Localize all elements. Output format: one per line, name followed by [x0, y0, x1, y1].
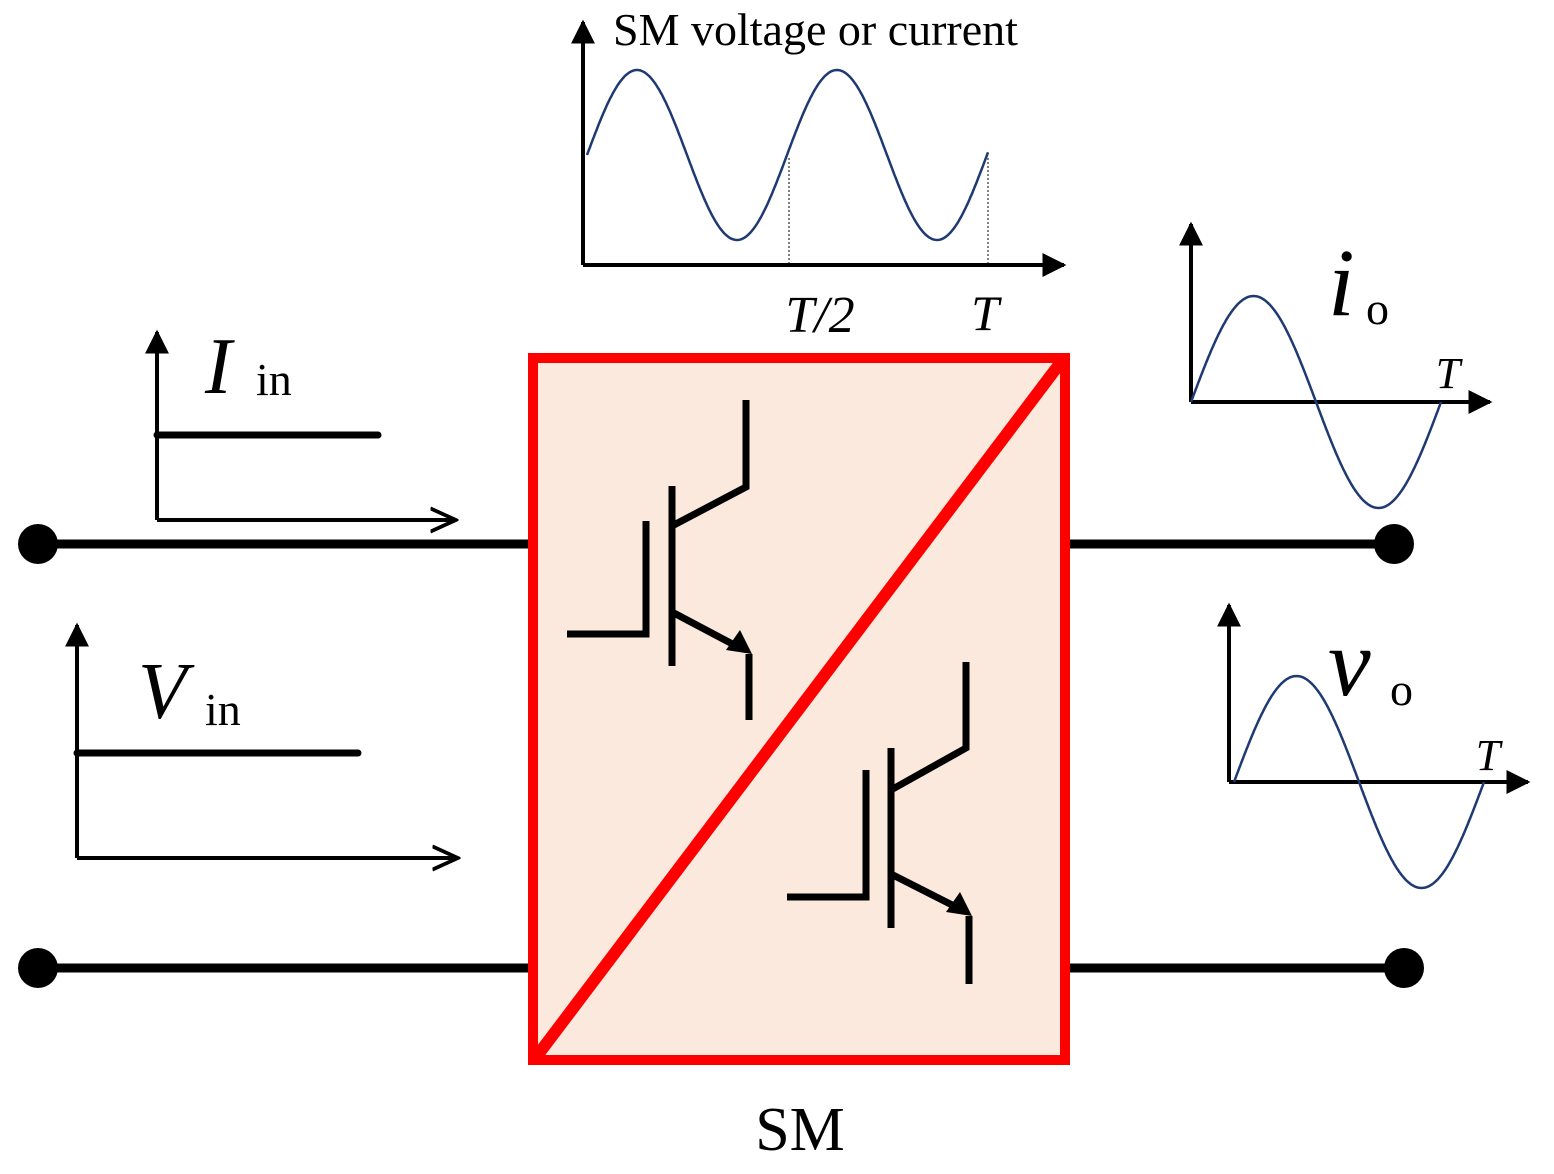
- terminal-dot-icon: [18, 948, 58, 988]
- sm-block-diagonal: [532, 358, 1066, 1060]
- output-voltage-symbol: v: [1328, 609, 1371, 716]
- input-current-symbol: I: [204, 323, 235, 411]
- igbt-icon: [567, 400, 753, 720]
- output-voltage-axis-label: T: [1476, 731, 1504, 780]
- output-voltage-subscript: o: [1390, 664, 1413, 715]
- sm-block: [528, 353, 1070, 1065]
- tick-half-period: T/2: [785, 287, 854, 344]
- input-current-subscript: in: [256, 354, 292, 405]
- input-terminals: [18, 524, 530, 988]
- input-current-plot: I in: [145, 323, 456, 520]
- output-voltage-plot: v o T: [1217, 602, 1531, 890]
- output-terminals: [1066, 524, 1424, 988]
- input-voltage-subscript: in: [205, 684, 241, 735]
- input-voltage-symbol: V: [138, 648, 195, 736]
- top-plot-title: SM voltage or current: [613, 4, 1018, 55]
- top-waveform-plot: SM voltage or current T/2 T: [571, 4, 1067, 344]
- output-current-symbol: i: [1328, 229, 1355, 336]
- terminal-dot-icon: [1374, 524, 1414, 564]
- output-current-axis-label: T: [1436, 349, 1464, 398]
- sm-label: SM: [755, 1096, 845, 1164]
- output-current-plot: i o T: [1179, 221, 1493, 510]
- input-voltage-plot: V in: [65, 622, 458, 858]
- terminal-dot-icon: [1384, 948, 1424, 988]
- top-waveform: [585, 68, 990, 242]
- tick-period: T: [971, 285, 1002, 341]
- output-voltage-waveform: [1232, 674, 1486, 890]
- output-current-subscript: o: [1366, 283, 1389, 334]
- output-current-waveform: [1189, 294, 1443, 510]
- terminal-dot-icon: [18, 524, 58, 564]
- igbt-icon: [787, 662, 973, 984]
